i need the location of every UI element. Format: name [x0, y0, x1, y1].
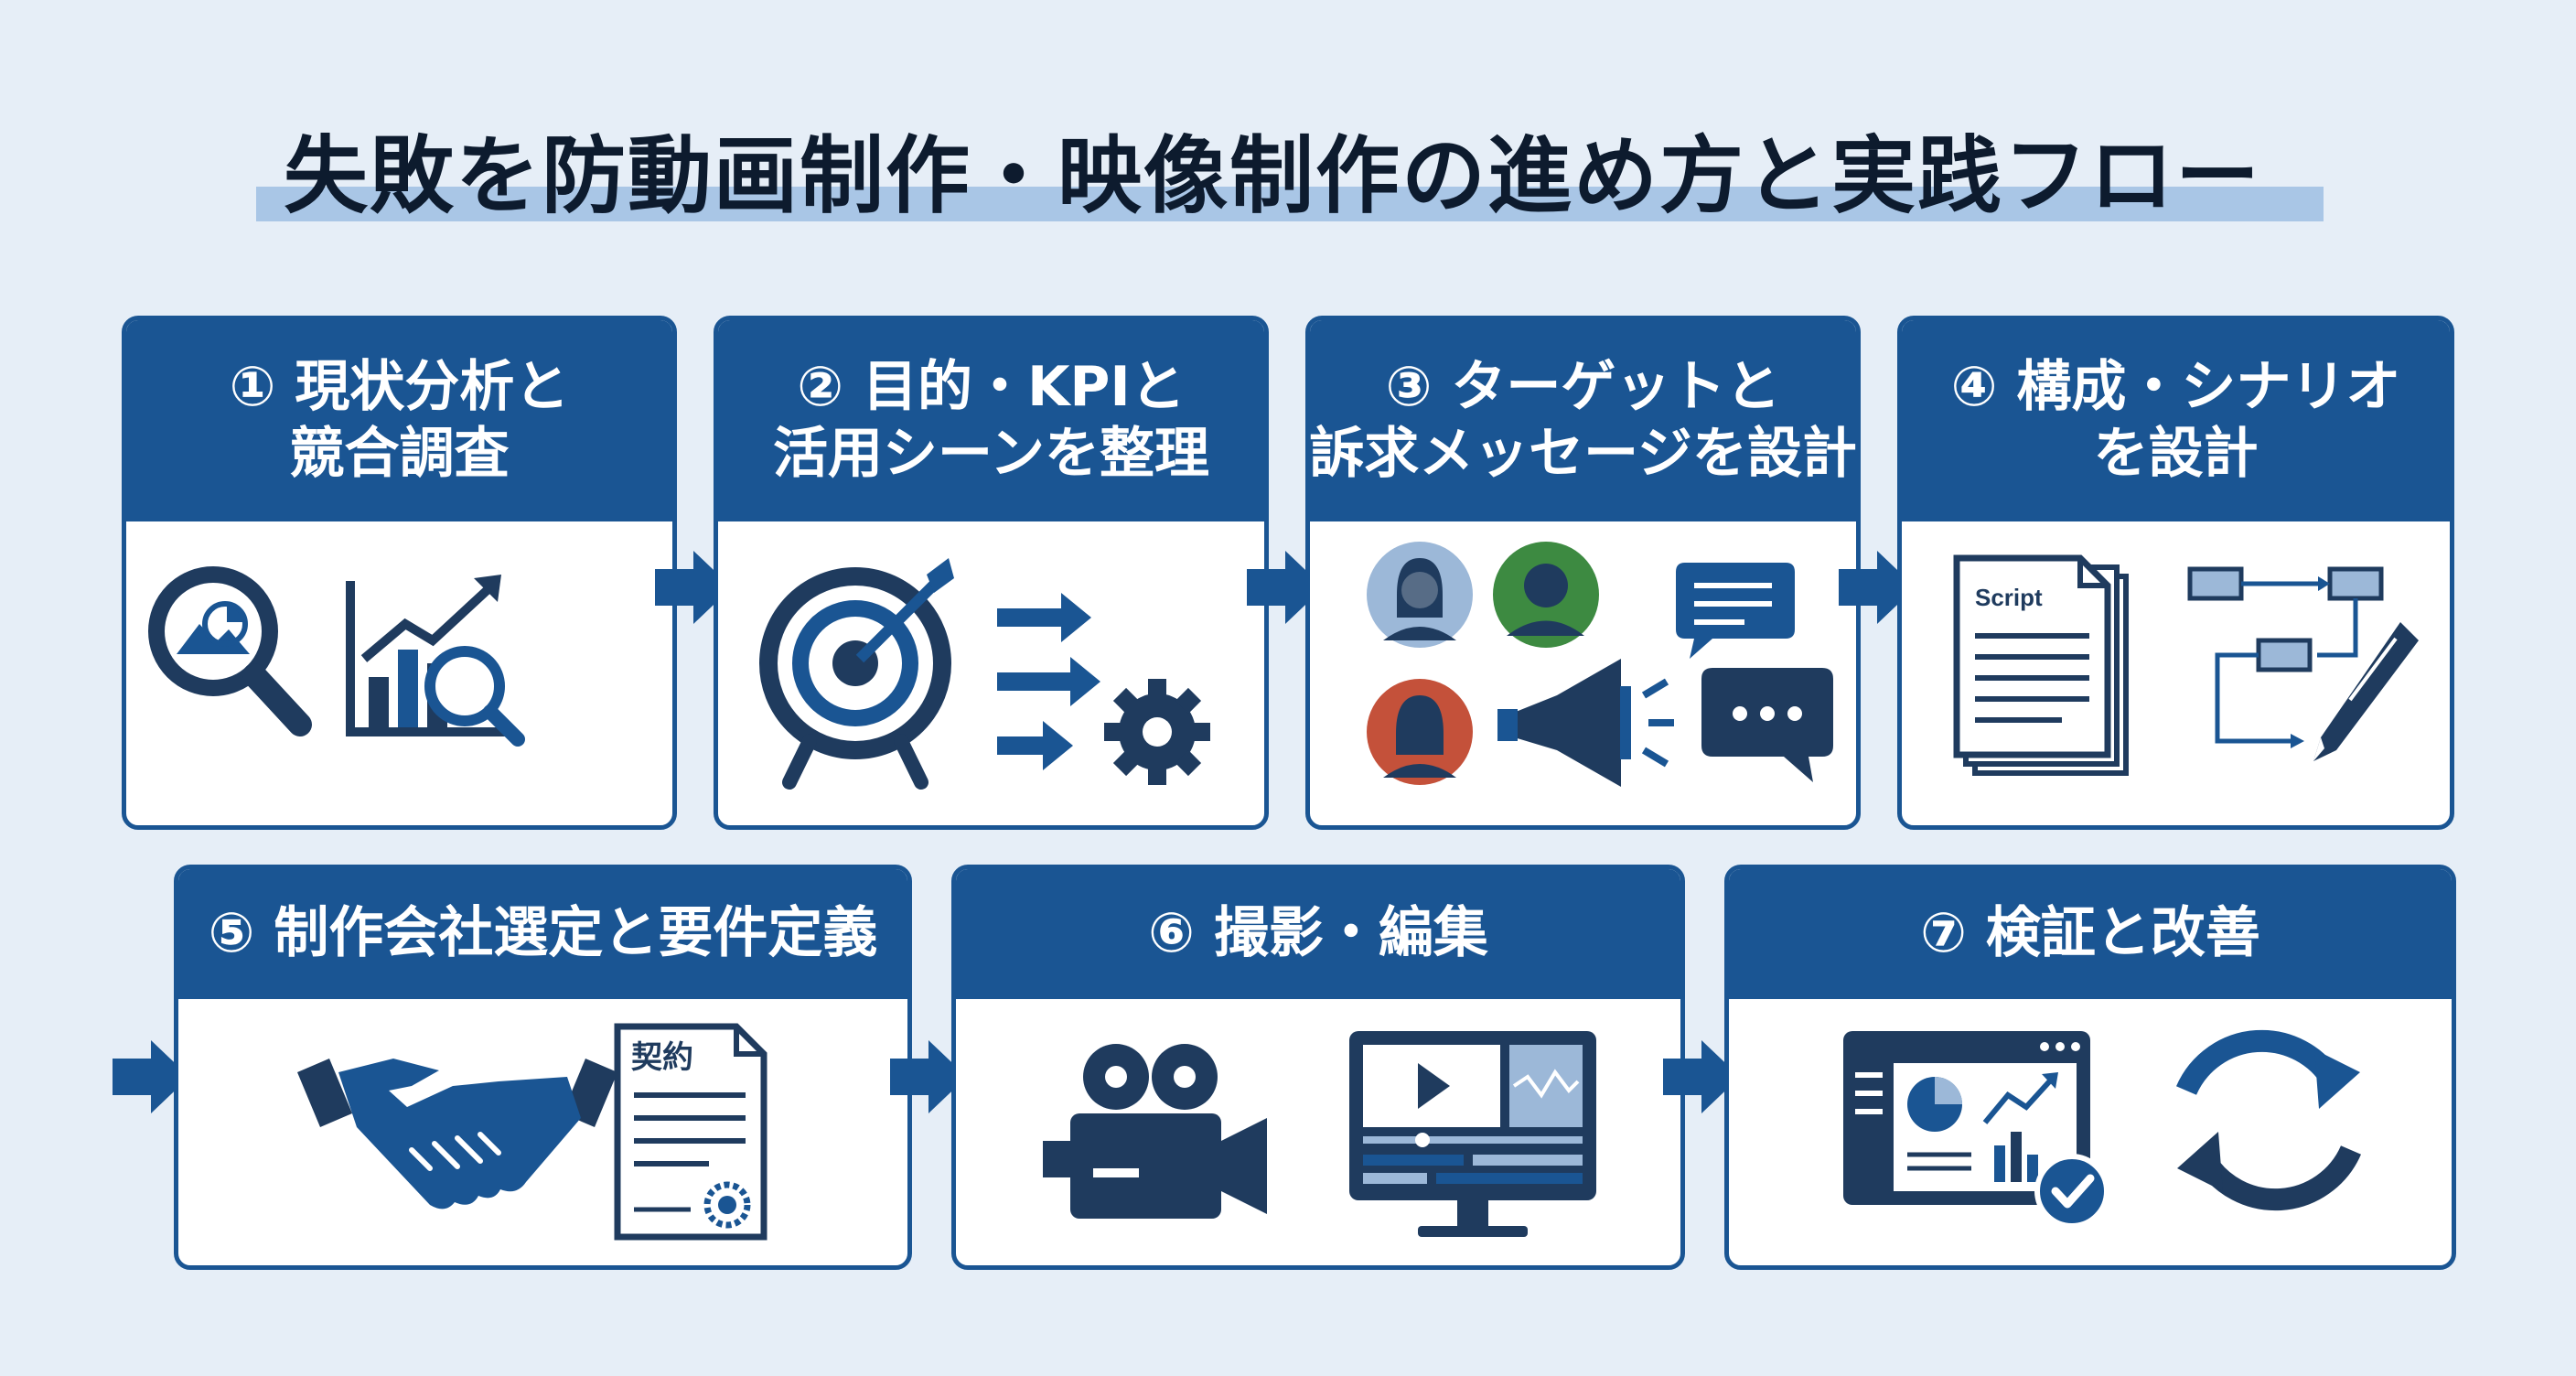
- editing-monitor-icon: [1349, 1031, 1596, 1237]
- dashboard-check-icon: [1843, 1031, 2109, 1229]
- step-body-2: [718, 521, 1264, 825]
- step-header-6: ⑥ 撮影・編集: [956, 869, 1680, 999]
- step-body-7: [1729, 999, 2452, 1265]
- step-title-2a: ② 目的・KPIと: [797, 354, 1186, 419]
- step-body-3: [1310, 521, 1856, 825]
- step-title-4a: ④ 構成・シナリオ: [1950, 354, 2401, 419]
- step-card-5: ⑤ 制作会社選定と要件定義 契約: [174, 865, 912, 1270]
- step-title-1b: 競合調査: [289, 422, 510, 486]
- refresh-cycle-icon: [2175, 1029, 2362, 1211]
- step-header-7: ⑦ 検証と改善: [1729, 869, 2452, 999]
- step-card-3: ③ ターゲットと 訴求メッセージを設計: [1305, 316, 1861, 830]
- megaphone-icon: [1497, 659, 1674, 787]
- step-card-7: ⑦ 検証と改善: [1724, 865, 2456, 1270]
- step-card-1: ① 現状分析と 競合調査: [122, 316, 677, 830]
- target-arrow-icon: [759, 558, 954, 790]
- flow-arrow-6-7: [1663, 1040, 1740, 1113]
- step-card-2: ② 目的・KPIと 活用シーンを整理: [714, 316, 1269, 830]
- growth-chart-search-icon: [346, 575, 525, 747]
- flow-arrow-1-2: [655, 551, 732, 624]
- title-block: 失敗を防動画制作・映像制作の進め方と実践フロー: [256, 108, 2324, 236]
- step-body-1: [126, 521, 672, 825]
- step-header-5: ⑤ 制作会社選定と要件定義: [178, 869, 907, 999]
- step-title-6: ⑥ 撮影・編集: [1148, 901, 1488, 966]
- magnifier-image-icon: [148, 566, 312, 736]
- personas-icon: [1367, 542, 1599, 785]
- pen-icon: [2313, 622, 2419, 761]
- step-card-4: ④ 構成・シナリオ を設計 Script: [1897, 316, 2454, 830]
- step-title-2b: 活用シーンを整理: [773, 422, 1209, 486]
- step-body-5: 契約: [178, 999, 907, 1265]
- flow-arrow-into-5: [113, 1040, 189, 1113]
- step-title-4b: を設計: [2093, 422, 2259, 486]
- step-header-4: ④ 構成・シナリオ を設計: [1902, 320, 2450, 521]
- page-title: 失敗を防動画制作・映像制作の進め方と実践フロー: [284, 127, 2262, 225]
- step-card-6: ⑥ 撮影・編集: [951, 865, 1685, 1270]
- title-underline: [256, 187, 2324, 221]
- video-camera-icon: [1043, 1044, 1267, 1219]
- flow-arrow-5-6: [890, 1040, 967, 1113]
- arrows-gear-icon: [997, 593, 1210, 785]
- script-document-icon: Script: [1953, 554, 2129, 776]
- speech-bubbles-icon: [1676, 563, 1833, 782]
- handshake-icon: [297, 1059, 617, 1209]
- flowchart-icon: [2187, 566, 2384, 748]
- step-header-1: ① 現状分析と 競合調査: [126, 320, 672, 521]
- contract-label: 契約: [631, 1039, 693, 1076]
- step-title-7: ⑦ 検証と改善: [1920, 901, 2260, 966]
- step-title-1a: ① 現状分析と: [229, 354, 570, 419]
- flow-arrow-3-4: [1839, 551, 1916, 624]
- step-body-4: Script: [1902, 521, 2450, 825]
- step-title-5: ⑤ 制作会社選定と要件定義: [208, 901, 878, 966]
- step-title-3b: 訴求メッセージを設計: [1309, 422, 1857, 486]
- step-header-2: ② 目的・KPIと 活用シーンを整理: [718, 320, 1264, 521]
- script-label: Script: [1975, 584, 2043, 611]
- step-body-6: [956, 999, 1680, 1265]
- step-header-3: ③ ターゲットと 訴求メッセージを設計: [1310, 320, 1856, 521]
- flow-arrow-2-3: [1247, 551, 1324, 624]
- step-title-3a: ③ ターゲットと: [1385, 354, 1781, 419]
- contract-document-icon: 契約: [614, 1023, 767, 1241]
